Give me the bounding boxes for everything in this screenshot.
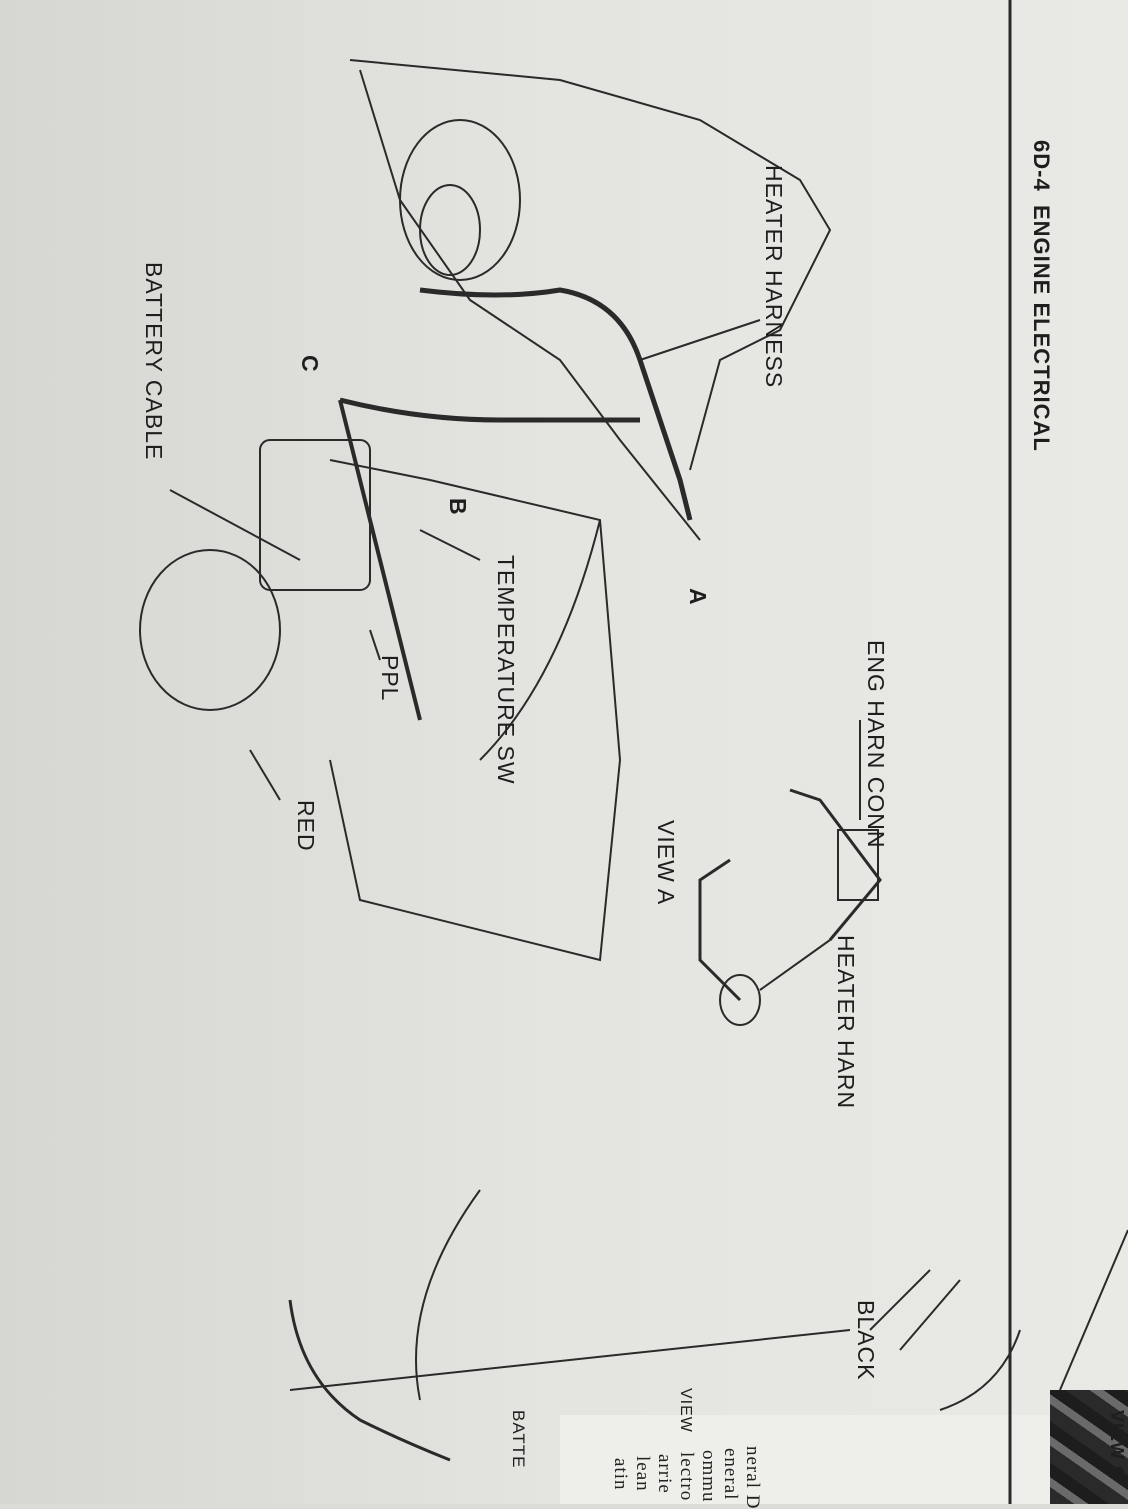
leader-temperature-sw bbox=[419, 529, 481, 561]
next-page-line: neral D bbox=[742, 1446, 763, 1509]
next-page bbox=[560, 1415, 1050, 1504]
marker-c: C bbox=[297, 355, 323, 373]
blower-motor-cap bbox=[419, 184, 481, 276]
heater-case-outline bbox=[349, 59, 832, 471]
label-eng-harn-conn: ENG HARN CONN bbox=[863, 640, 889, 849]
label-black: BLACK bbox=[853, 1300, 879, 1381]
label-view-partial: VIEW bbox=[677, 1388, 694, 1433]
next-page-line: eneral bbox=[720, 1448, 741, 1501]
label-heater-harness: HEATER HARNESS bbox=[761, 165, 787, 389]
next-page-line: lean bbox=[632, 1456, 653, 1492]
label-ppl: PPL bbox=[377, 655, 403, 702]
heater-harness-wire bbox=[419, 287, 693, 521]
label-red: RED bbox=[293, 800, 319, 852]
blower-motor bbox=[399, 119, 521, 281]
leader-ppl bbox=[369, 629, 381, 661]
background-fabric bbox=[1050, 1390, 1128, 1504]
leader-heater-harness bbox=[639, 319, 761, 361]
battery-harness-wire bbox=[338, 399, 422, 721]
view-c-bracket bbox=[869, 1269, 961, 1351]
leader-black bbox=[289, 1329, 851, 1391]
engine-block-outline bbox=[329, 459, 622, 962]
starter-solenoid bbox=[259, 439, 371, 591]
eng-harn-connector bbox=[837, 829, 879, 901]
next-page-line: atin bbox=[610, 1458, 631, 1491]
leader-heater-harn bbox=[759, 939, 831, 991]
view-a-harness bbox=[789, 788, 882, 941]
next-page-line: arrie bbox=[654, 1454, 675, 1494]
next-page-line: ommu bbox=[698, 1450, 719, 1503]
label-heater-harn: HEATER HARN bbox=[833, 935, 859, 1110]
section-title: ENGINE ELECTRICAL bbox=[1029, 205, 1054, 452]
grommet bbox=[719, 974, 761, 1026]
leader-battery-cable bbox=[169, 489, 301, 561]
firewall-edge bbox=[359, 69, 701, 541]
label-view-c: VIEW C bbox=[1107, 1410, 1127, 1481]
label-batte: BATTE bbox=[509, 1410, 528, 1469]
starter-motor bbox=[139, 549, 281, 711]
valve-cover bbox=[479, 519, 601, 761]
engine-harness-wire bbox=[339, 397, 640, 423]
page-curve bbox=[1059, 1229, 1128, 1391]
next-page-line: lectro bbox=[676, 1452, 697, 1502]
view-c-battery-cable bbox=[288, 1299, 451, 1462]
leader-red bbox=[249, 749, 281, 801]
label-battery-cable: BATTERY CABLE bbox=[141, 262, 167, 461]
marker-a: A bbox=[685, 588, 711, 606]
label-view-a: VIEW A bbox=[653, 820, 679, 906]
view-a-wire bbox=[698, 858, 742, 1002]
marker-b: B bbox=[445, 498, 471, 516]
label-temperature-sw: TEMPERATURE SW bbox=[493, 555, 519, 785]
page-edge bbox=[939, 1329, 1021, 1411]
view-c-cable bbox=[415, 1189, 481, 1401]
page-number: 6D-4 bbox=[1029, 140, 1054, 192]
